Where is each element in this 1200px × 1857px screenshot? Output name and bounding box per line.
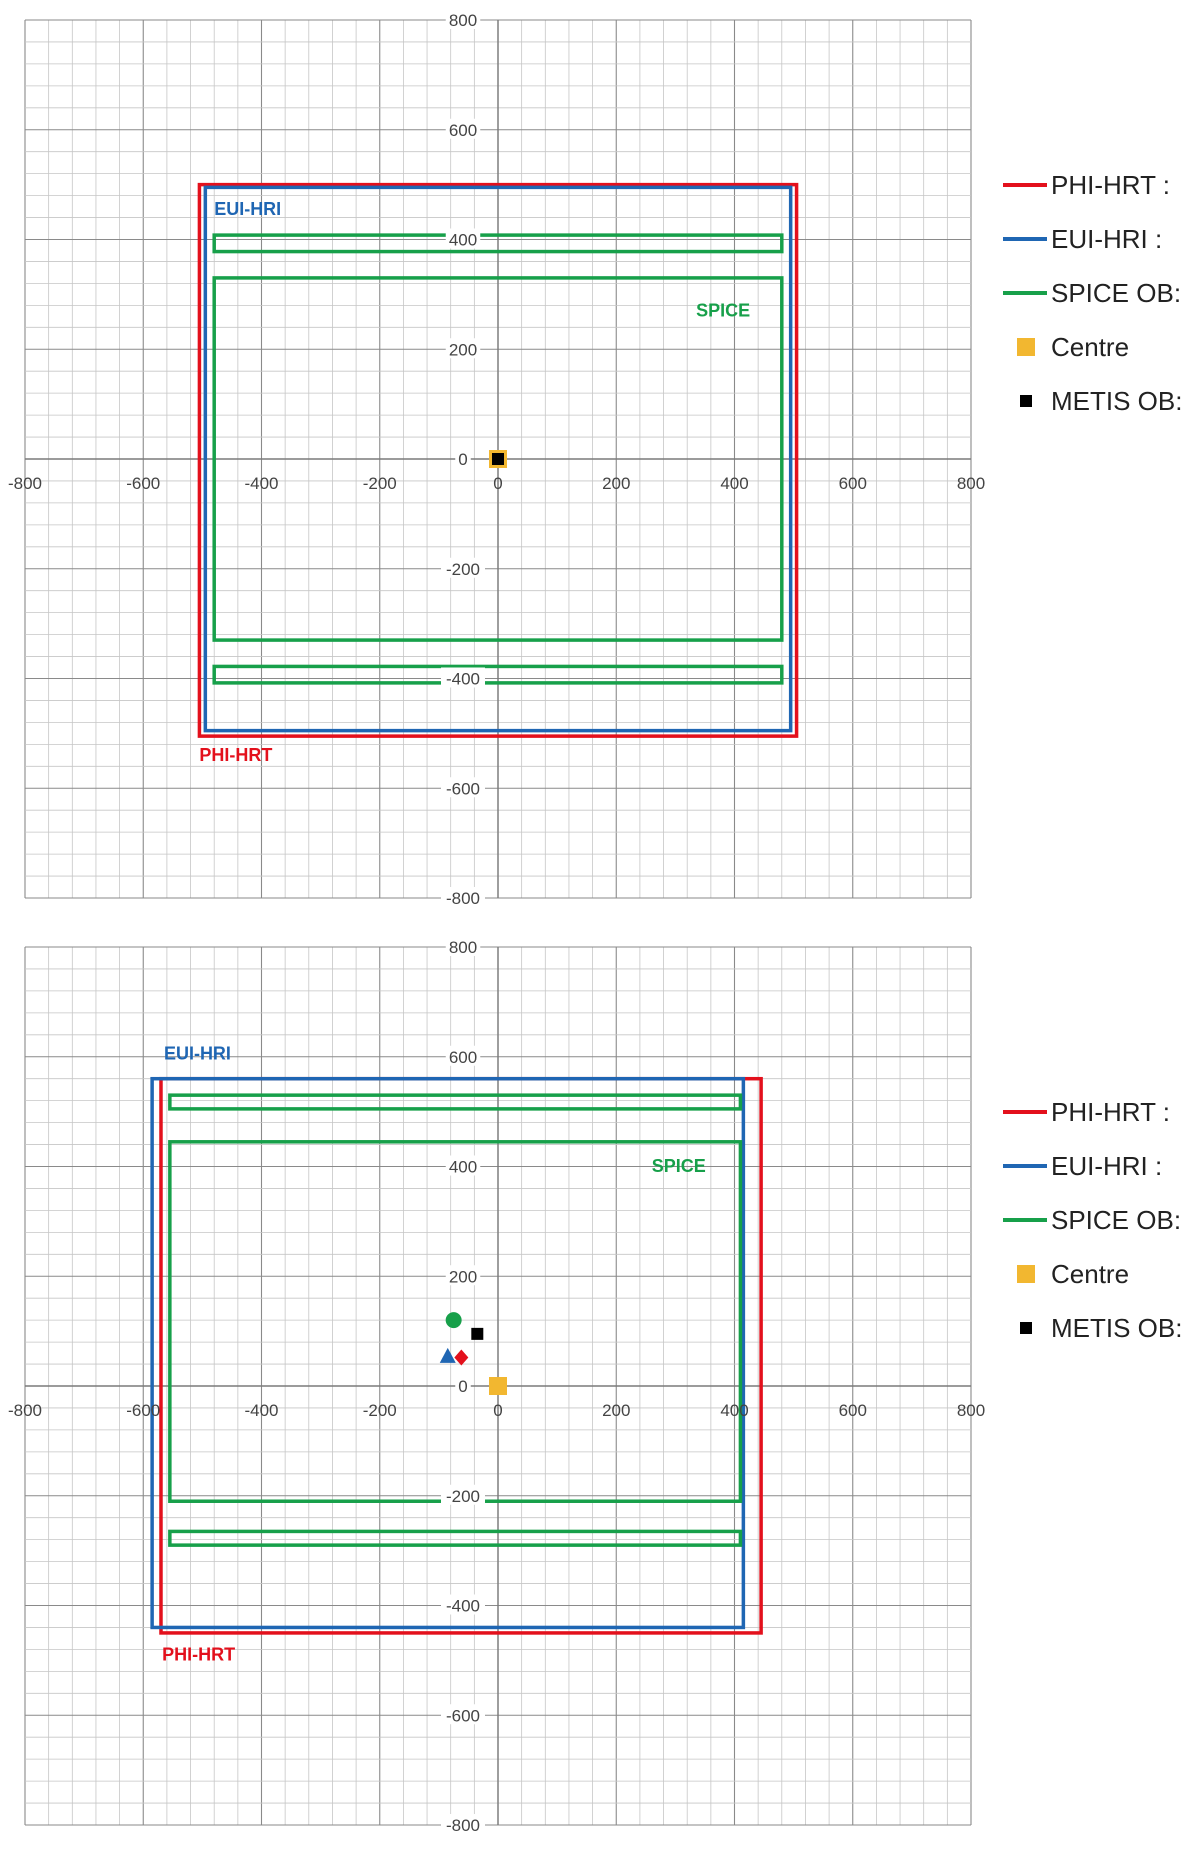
y-tick-label-bg bbox=[445, 338, 481, 359]
legend-label: EUI-HRI : bbox=[1051, 224, 1162, 254]
x-tick-label: -600 bbox=[126, 1401, 160, 1420]
legend-label: PHI-HRT : bbox=[1051, 170, 1170, 200]
y-tick-label: 600 bbox=[449, 121, 477, 140]
y-tick-label: 800 bbox=[449, 11, 477, 30]
y-tick-label-bg bbox=[441, 667, 485, 688]
y-tick-label-bg bbox=[441, 777, 485, 798]
y-tick-label: -200 bbox=[446, 560, 480, 579]
y-tick-label: 200 bbox=[449, 340, 477, 359]
x-tick-label: 200 bbox=[602, 1401, 630, 1420]
legend-label: Centre bbox=[1051, 1259, 1129, 1289]
x-tick-label: 600 bbox=[839, 1401, 867, 1420]
y-tick-label: 0 bbox=[458, 450, 467, 469]
y-tick-label-bg bbox=[441, 1484, 485, 1505]
fov-rect-spice bbox=[168, 1529, 743, 1547]
point-eui-hri bbox=[439, 1347, 456, 1363]
x-tick-label: 800 bbox=[957, 474, 985, 493]
point-metis-ob bbox=[471, 1327, 484, 1340]
y-tick-label-bg bbox=[445, 1045, 481, 1066]
legend-label: Centre bbox=[1051, 332, 1129, 362]
fov-rect-eui-hri bbox=[203, 185, 793, 733]
y-tick-label-bg bbox=[441, 1704, 485, 1725]
x-tick-label: 0 bbox=[493, 1401, 502, 1420]
fov-rect-spice bbox=[168, 1093, 743, 1111]
x-tick-label: 800 bbox=[957, 1401, 985, 1420]
fov-rect-phi-hrt bbox=[197, 182, 799, 738]
legend-swatch bbox=[1017, 338, 1035, 356]
x-tick-label: -800 bbox=[8, 1401, 42, 1420]
point-centre bbox=[489, 1377, 507, 1395]
point-phi-hrt bbox=[454, 1349, 469, 1366]
y-tick-label-bg bbox=[445, 9, 481, 29]
x-tick-label: -200 bbox=[363, 474, 397, 493]
point-metis-ob bbox=[492, 453, 504, 465]
y-tick-label-bg bbox=[441, 557, 485, 578]
y-tick-label: 800 bbox=[449, 938, 477, 957]
x-tick-label: -400 bbox=[244, 474, 278, 493]
point-spice bbox=[445, 1312, 462, 1329]
x-tick-label: -400 bbox=[244, 1401, 278, 1420]
y-tick-label-bg bbox=[445, 118, 481, 139]
legend-swatch bbox=[1020, 1322, 1032, 1334]
x-tick-label: -200 bbox=[363, 1401, 397, 1420]
fov-rect-eui-hri bbox=[150, 1076, 746, 1630]
legend-label: EUI-HRI : bbox=[1051, 1151, 1162, 1181]
legend-label: METIS OB: bbox=[1051, 386, 1182, 416]
legend-swatch bbox=[1017, 1265, 1035, 1283]
y-tick-label-bg bbox=[455, 1375, 471, 1395]
y-tick-label-bg bbox=[445, 228, 481, 249]
annotation-eui-hri: EUI-HRI bbox=[214, 199, 281, 219]
y-tick-label: 400 bbox=[449, 231, 477, 250]
y-tick-label: -600 bbox=[446, 1706, 480, 1725]
y-tick-label: -800 bbox=[446, 1816, 480, 1835]
annotation-phi-hrt: PHI-HRT bbox=[199, 745, 272, 765]
y-tick-label: 200 bbox=[449, 1267, 477, 1286]
x-tick-label: -600 bbox=[126, 474, 160, 493]
y-tick-label: -400 bbox=[446, 1597, 480, 1616]
annotation-spice: SPICE bbox=[652, 1156, 706, 1176]
x-tick-label: 200 bbox=[602, 474, 630, 493]
y-tick-label-bg bbox=[445, 1155, 481, 1176]
legend-label: METIS OB: bbox=[1051, 1313, 1182, 1343]
annotation-phi-hrt: PHI-HRT bbox=[162, 1644, 235, 1664]
x-tick-label: 400 bbox=[720, 474, 748, 493]
annotation-eui-hri: EUI-HRI bbox=[164, 1043, 231, 1063]
chart-panel-1: -800 -600 -400 -200 0 200 400 600 800 800 600 400 20… bbox=[8, 9, 1182, 908]
y-tick-label: 0 bbox=[458, 1377, 467, 1396]
x-tick-label: 0 bbox=[493, 474, 502, 493]
annotation-spice: SPICE bbox=[696, 300, 750, 320]
legend-label: SPICE OB: bbox=[1051, 1205, 1181, 1235]
fov-rect-spice bbox=[212, 276, 784, 642]
y-tick-label: 400 bbox=[449, 1158, 477, 1177]
x-tick-label: 400 bbox=[720, 1401, 748, 1420]
chart-panel-2: -800 -600 -400 -200 0 200 400 600 800 800 600 400 20… bbox=[8, 936, 1182, 1835]
y-tick-label: -200 bbox=[446, 1487, 480, 1506]
fov-rect-spice bbox=[212, 233, 784, 254]
y-tick-label-bg bbox=[441, 1594, 485, 1615]
y-tick-label-bg bbox=[445, 1265, 481, 1286]
legend-swatch bbox=[1020, 395, 1032, 407]
y-tick-label: -600 bbox=[446, 779, 480, 798]
fov-rect-spice bbox=[212, 664, 784, 685]
y-tick-label: -400 bbox=[446, 670, 480, 689]
y-tick-label-bg bbox=[441, 887, 485, 907]
y-tick-label-bg bbox=[455, 448, 471, 468]
legend-label: SPICE OB: bbox=[1051, 278, 1181, 308]
y-tick-label-bg bbox=[445, 936, 481, 956]
y-tick-label: 600 bbox=[449, 1048, 477, 1067]
x-tick-label: 600 bbox=[839, 474, 867, 493]
legend-label: PHI-HRT : bbox=[1051, 1097, 1170, 1127]
y-tick-label-bg bbox=[441, 1814, 485, 1834]
y-tick-label: -800 bbox=[446, 889, 480, 908]
x-tick-label: -800 bbox=[8, 474, 42, 493]
